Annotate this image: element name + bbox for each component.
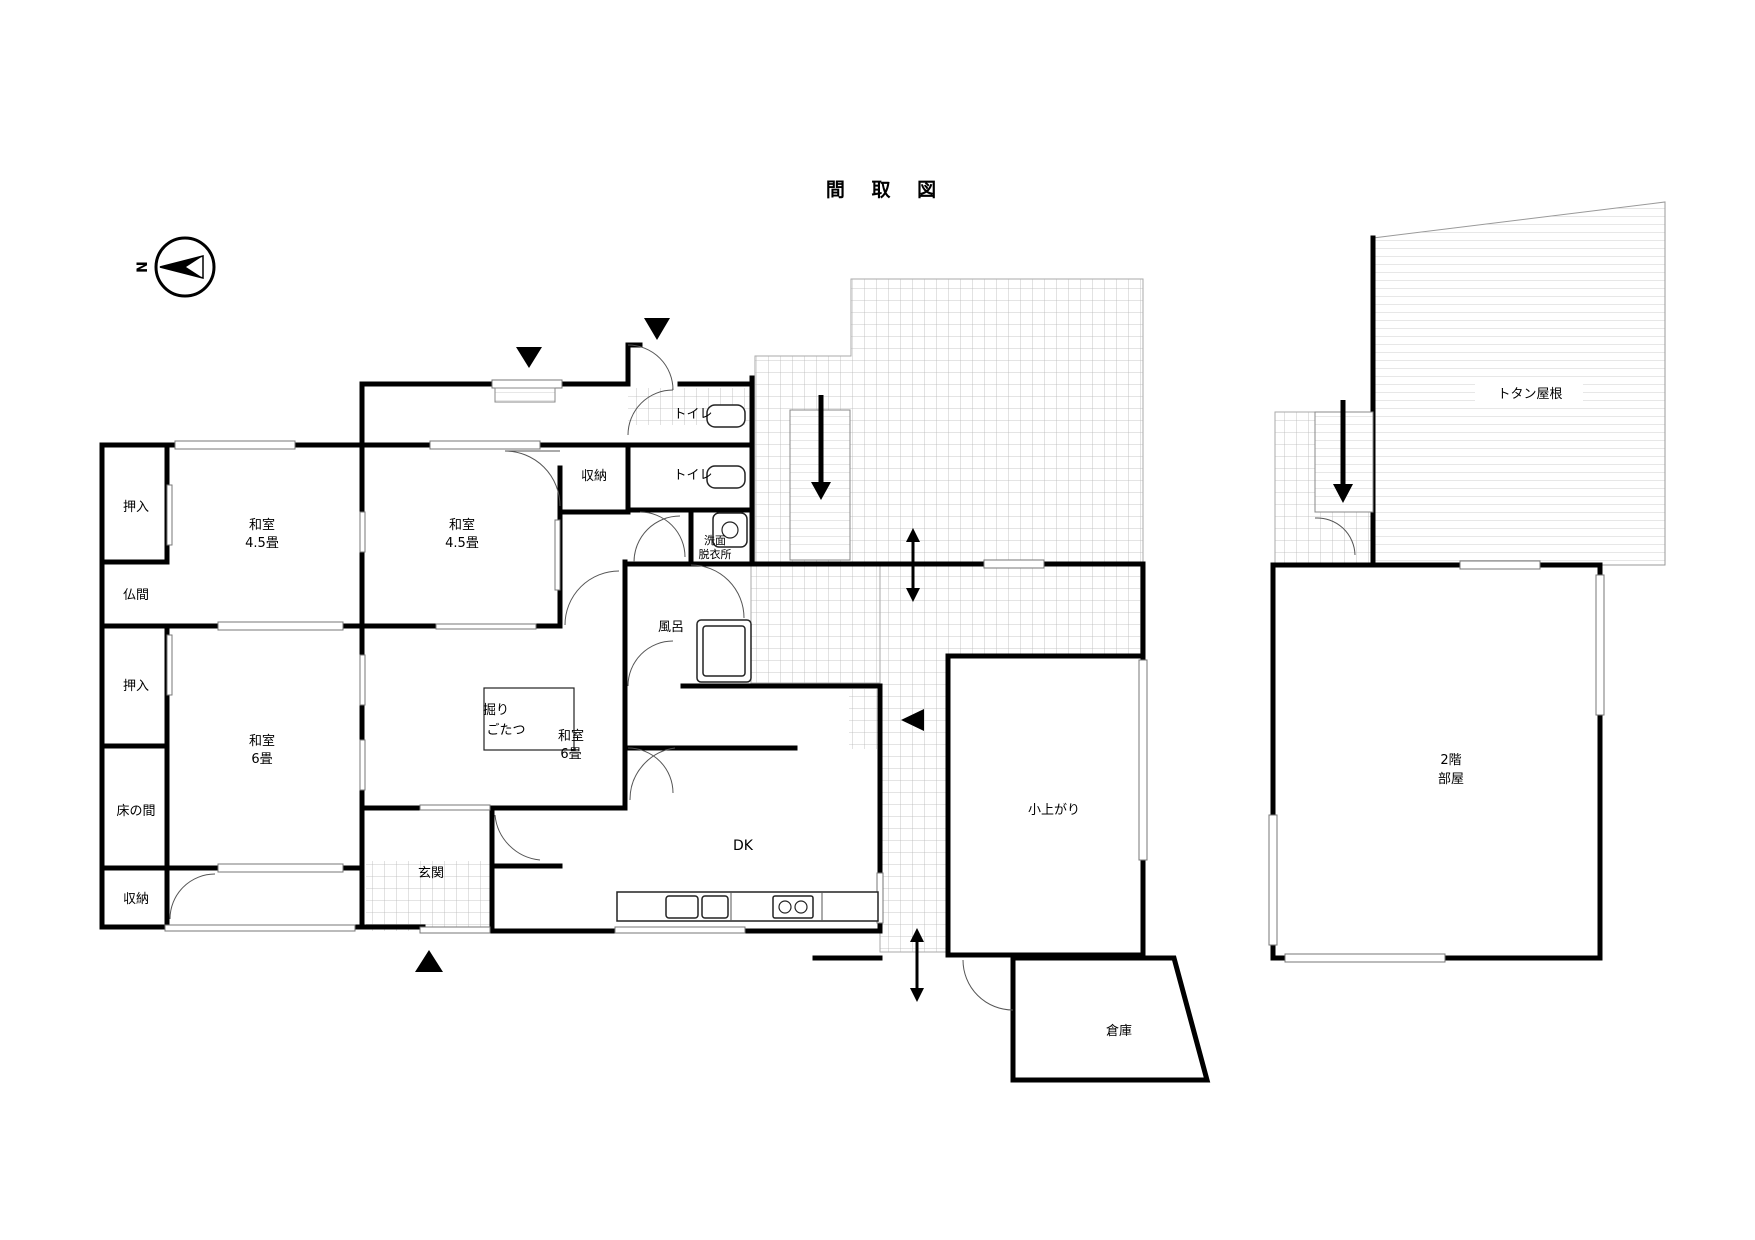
room-label-washitsu-c: 和室 [249, 733, 275, 749]
windows [164, 379, 1605, 963]
room-label-toilet-1: トイレ [673, 407, 712, 422]
double-arrow-icon [910, 928, 924, 1002]
kotatsu-label-line1: 掘り [483, 703, 509, 718]
room-size-washitsu-c: 6畳 [251, 752, 272, 767]
room-label-genkan: 玄関 [418, 866, 444, 881]
toilet-2-icon [706, 465, 746, 489]
roof-label: トタン屋根 [1497, 387, 1562, 402]
down-arrow-icon [811, 395, 831, 500]
kitchen-counter [616, 891, 879, 922]
double-arrow-icon [906, 528, 920, 602]
room-label-washitsu-d: 和室 [558, 728, 584, 744]
room-label-tokonoma: 床の間 [116, 804, 155, 819]
room-size-washitsu-d: 6畳 [560, 747, 581, 762]
room-labels: 押入 仏間 押入 床の間 収納 和室 4.5畳 和室 4.5畳 和室 6畳 和室… [116, 387, 1562, 1039]
entrance-marker-icon [644, 318, 670, 340]
room-label-butsuma: 仏間 [123, 588, 149, 603]
room-label-washitsu-b: 和室 [449, 517, 475, 533]
toilet-1-icon [706, 404, 746, 428]
room-label-shuno-1: 収納 [123, 892, 149, 907]
entrance-marker-icon [516, 347, 542, 368]
room-label-washitsu-a: 和室 [249, 517, 275, 533]
room-size-washitsu-a: 4.5畳 [245, 536, 279, 551]
compass-icon: N [135, 236, 216, 298]
room-label-2f-line2: 部屋 [1438, 772, 1464, 787]
fixtures [483, 404, 879, 922]
room-label-oshiire-2: 押入 [123, 679, 149, 694]
entrance-marker-icon [901, 709, 924, 731]
sink-icon [665, 895, 699, 919]
down-arrow-icon [1333, 400, 1353, 503]
doors [169, 344, 1356, 1011]
markers [415, 318, 1353, 1002]
roof-area [1372, 201, 1666, 566]
room-label-senmen-1: 洗面 [704, 534, 726, 547]
kotatsu-icon [483, 687, 575, 751]
room-label-dk: DK [733, 838, 754, 854]
kotatsu-label-line2: ごたつ [486, 722, 525, 738]
room-label-senmen-2: 脱衣所 [699, 547, 732, 561]
plan-title: 間 取 図 [826, 179, 946, 201]
room-label-oshiire-1: 押入 [123, 500, 149, 515]
compass-north-label: N [135, 261, 151, 273]
room-label-furo: 風呂 [658, 620, 684, 635]
room-label-2f-line1: 2階 [1440, 753, 1461, 768]
room-label-shuno-2: 収納 [581, 469, 607, 484]
entrance-marker-icon [415, 950, 443, 972]
room-label-soko: 倉庫 [1106, 1024, 1132, 1039]
room-size-washitsu-b: 4.5畳 [445, 536, 479, 551]
room-label-koagari: 小上がり [1028, 803, 1080, 818]
room-label-toilet-2: トイレ [673, 468, 712, 483]
